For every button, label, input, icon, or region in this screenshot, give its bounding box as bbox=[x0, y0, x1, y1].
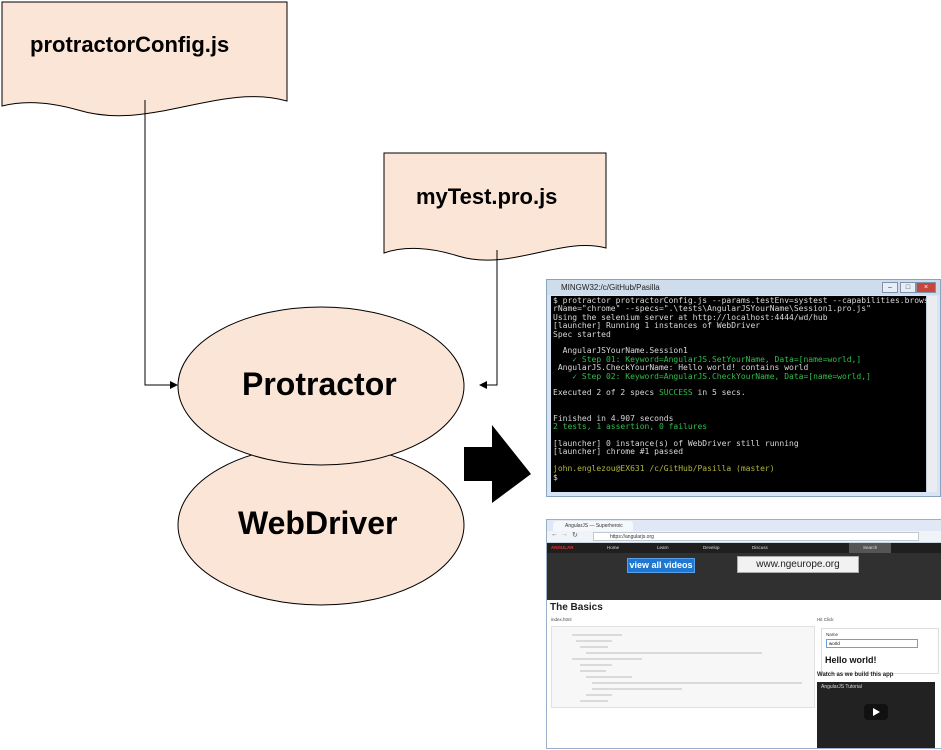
terminal-line bbox=[553, 398, 924, 406]
terminal-line: Executed 2 of 2 specs SUCCESS in 5 secs. bbox=[553, 388, 746, 398]
terminal-line: Using the selenium server at http://loca… bbox=[553, 312, 828, 322]
hello-output: Hello world! bbox=[825, 655, 877, 665]
code-tab[interactable]: index.html bbox=[551, 617, 572, 622]
nav-logo[interactable]: ANGULAR bbox=[551, 545, 574, 550]
terminal-line: [launcher] Running 1 instances of WebDri… bbox=[553, 321, 761, 331]
test-document-shape bbox=[383, 152, 607, 261]
config-document-shape bbox=[1, 1, 288, 117]
terminal-scrollbar[interactable] bbox=[926, 296, 937, 492]
terminal-output: $ protractor protractorConfig.js --param… bbox=[551, 296, 926, 492]
config-label: protractorConfig.js bbox=[30, 32, 230, 57]
protractor-ellipse bbox=[177, 306, 465, 466]
terminal-title: MINGW32:/c/GitHub/Pasilla bbox=[547, 280, 940, 295]
video-title: AngularJS Tutorial bbox=[821, 684, 862, 690]
basics-heading: The Basics bbox=[550, 602, 603, 613]
code-sample bbox=[551, 626, 815, 708]
nav-develop[interactable]: Develop bbox=[703, 545, 720, 550]
terminal-line: [launcher] 0 instance(s) of WebDriver st… bbox=[553, 438, 799, 448]
browser-window: AngularJS — Superheroic ← → ↻ https://an… bbox=[546, 519, 941, 749]
watch-caption: Watch as we build this app bbox=[817, 672, 894, 678]
terminal-line: 2 tests, 1 assertion, 0 failures bbox=[553, 422, 708, 432]
demo-panel: Name world bbox=[821, 628, 939, 674]
minimize-icon[interactable]: – bbox=[882, 282, 898, 293]
protractor-label: Protractor bbox=[242, 366, 397, 402]
config-to-protractor-connector bbox=[144, 100, 178, 389]
test-label: myTest.pro.js bbox=[416, 184, 558, 209]
nav-discuss[interactable]: Discuss bbox=[752, 545, 768, 550]
code-lines bbox=[572, 634, 802, 702]
terminal-line: AngularJS.CheckYourName: Hello world! co… bbox=[553, 363, 809, 373]
nav-home[interactable]: Home bbox=[607, 545, 620, 550]
webdriver-label: WebDriver bbox=[238, 505, 398, 541]
browser-tab[interactable]: AngularJS — Superheroic bbox=[553, 521, 633, 531]
terminal-line: ✓ Step 01: Keyword=AngularJS.SetYourName… bbox=[553, 354, 862, 364]
address-bar[interactable]: https://angularjs.org bbox=[593, 532, 919, 541]
terminal-line: $ protractor protractorConfig.js --param… bbox=[553, 296, 926, 305]
name-label: Name bbox=[826, 632, 839, 637]
ngeurope-button[interactable]: www.ngeurope.org bbox=[737, 556, 859, 573]
name-input[interactable]: world bbox=[826, 639, 918, 648]
nav-learn[interactable]: Learn bbox=[657, 545, 669, 550]
terminal-line: $ bbox=[553, 472, 558, 482]
terminal-line: AngularJSYourName.Session1 bbox=[553, 346, 688, 356]
nav-search[interactable]: Search bbox=[849, 543, 892, 553]
maximize-icon[interactable]: □ bbox=[900, 282, 916, 293]
terminal-line: rName="chrome" --specs=".\tests\AngularJ… bbox=[553, 304, 871, 314]
result-arrow-icon bbox=[464, 425, 531, 503]
reload-icon[interactable]: ↻ bbox=[572, 532, 578, 539]
run-tab[interactable]: Hit Click bbox=[817, 617, 834, 622]
terminal-line: Finished in 4.907 seconds bbox=[553, 413, 674, 423]
test-to-protractor-connector bbox=[479, 250, 498, 389]
terminal-line: [launcher] chrome #1 passed bbox=[553, 447, 684, 457]
play-button[interactable] bbox=[864, 704, 888, 720]
close-icon[interactable]: × bbox=[916, 282, 936, 293]
back-icon[interactable]: ← bbox=[551, 531, 558, 538]
site-navbar: ANGULAR Home Learn Develop Discuss Searc… bbox=[547, 543, 941, 553]
browser-toolbar: ← → ↻ https://angularjs.org bbox=[547, 531, 941, 543]
view-videos-button[interactable]: view all videos bbox=[627, 558, 695, 573]
terminal-line: Spec started bbox=[553, 329, 611, 339]
play-icon bbox=[873, 708, 880, 716]
browser-tab-strip: AngularJS — Superheroic bbox=[547, 520, 941, 531]
terminal-line: john.englezou@EX631 /c/GitHub/Pasilla (m… bbox=[553, 464, 775, 474]
terminal-line: ✓ Step 02: Keyword=AngularJS.CheckYourNa… bbox=[553, 371, 871, 381]
terminal-window: MINGW32:/c/GitHub/Pasilla – □ × $ protra… bbox=[546, 279, 941, 497]
video-player[interactable]: AngularJS Tutorial bbox=[817, 682, 935, 748]
forward-icon[interactable]: → bbox=[561, 531, 568, 538]
